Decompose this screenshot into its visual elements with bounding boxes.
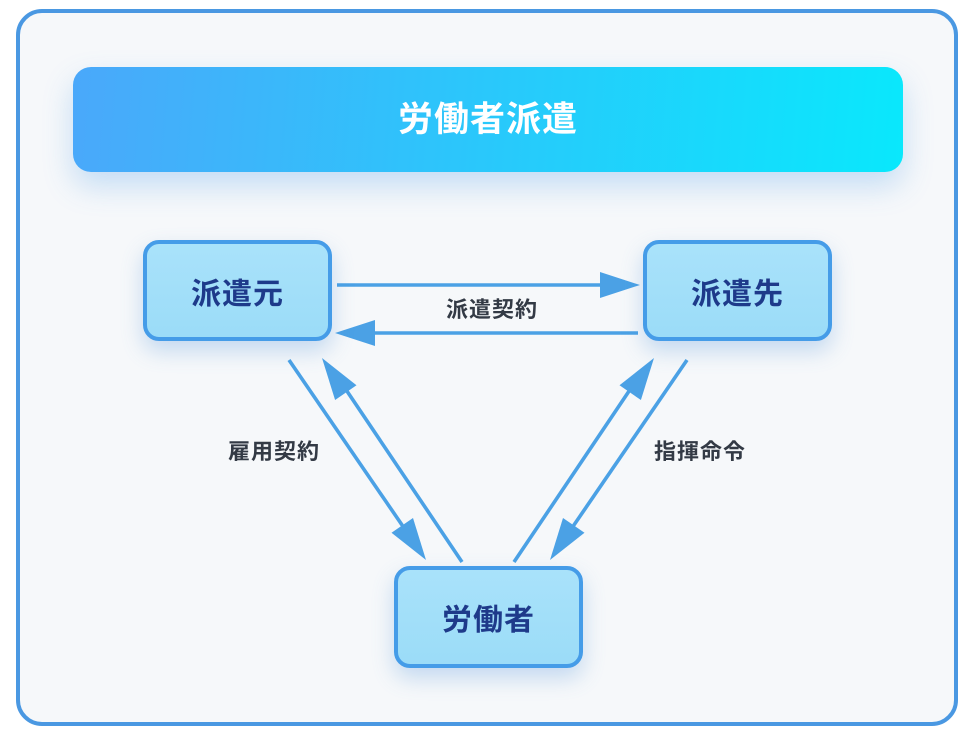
edge-label-dispatch-contract: 派遣契約 bbox=[445, 292, 539, 324]
node-worker-label: 労働者 bbox=[442, 595, 535, 639]
edge-label-employment-contract: 雇用契約 bbox=[227, 434, 321, 466]
node-dispatch-destination: 派遣先 bbox=[643, 240, 832, 341]
edge-label-command-order: 指揮命令 bbox=[653, 434, 747, 466]
node-dispatch-destination-label: 派遣先 bbox=[691, 268, 784, 313]
diagram-title: 労働者派遣 bbox=[397, 91, 578, 142]
diagram-panel: 労働者派遣 bbox=[16, 9, 958, 726]
arrow-employment-to-source bbox=[322, 358, 464, 564]
node-worker: 労働者 bbox=[394, 566, 583, 668]
arrow-command-to-destination bbox=[512, 358, 654, 564]
node-dispatch-source: 派遣元 bbox=[143, 240, 332, 341]
title-banner: 労働者派遣 bbox=[73, 67, 903, 172]
node-dispatch-source-label: 派遣元 bbox=[191, 268, 284, 313]
